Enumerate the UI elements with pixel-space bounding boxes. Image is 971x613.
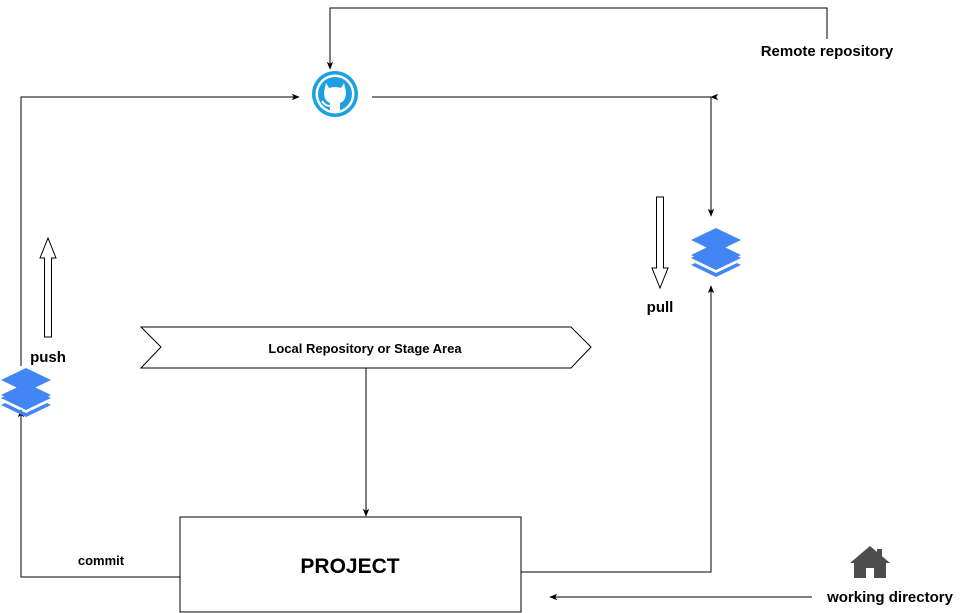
commit-label: commit	[78, 553, 125, 568]
local-repository-shape	[139, 326, 592, 369]
commit-edge	[17, 409, 180, 578]
github-icon	[312, 71, 358, 117]
remote-label-to-github-edge	[326, 7, 828, 70]
pull-label: pull	[647, 299, 674, 316]
working-directory-label: working directory	[826, 589, 954, 606]
down-arrow-icon	[651, 196, 669, 290]
project-to-right-stack-edge	[521, 285, 715, 573]
push-label: push	[30, 349, 66, 366]
layers-icon	[691, 228, 741, 277]
layers-icon	[1, 368, 51, 417]
home-icon	[850, 546, 890, 578]
local-repository-label: Local Repository or Stage Area	[268, 341, 462, 356]
project-box	[179, 516, 522, 613]
up-arrow-icon	[39, 236, 57, 338]
project-label: PROJECT	[300, 555, 399, 578]
push-edge	[20, 93, 300, 366]
remote-repository-label: Remote repository	[761, 43, 894, 60]
